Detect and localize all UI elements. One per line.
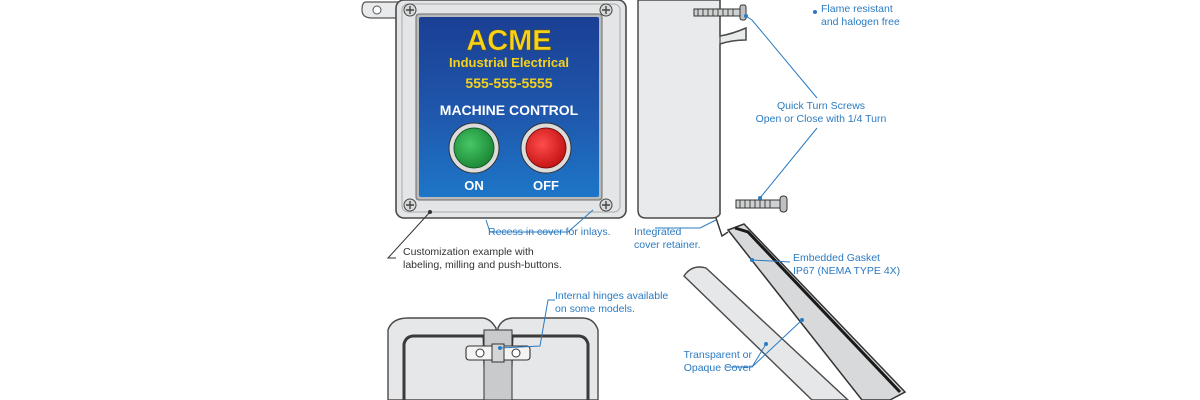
callout-custom-line1: Customization example with xyxy=(403,246,534,258)
bullet-dot xyxy=(813,10,817,14)
quick-turn-screw-top-icon xyxy=(693,4,747,21)
hinge-icon xyxy=(465,343,531,363)
corner-screw-icon xyxy=(403,3,613,212)
callout-cover-retainer: Integrated cover retainer. xyxy=(634,226,701,252)
callout-leaders xyxy=(485,14,818,368)
callout-internal-hinges: Internal hinges available on some models… xyxy=(555,290,668,316)
callout-gasket-line1: Embedded Gasket xyxy=(793,252,880,264)
callout-hinges-line2: on some models. xyxy=(555,303,635,315)
internal-hinge-detail xyxy=(387,317,599,400)
callout-embedded-gasket: Embedded Gasket IP67 (NEMA TYPE 4X) xyxy=(793,252,900,278)
open-cover xyxy=(683,217,907,400)
on-button xyxy=(448,122,500,174)
callout-cover-line1: Transparent or xyxy=(683,349,752,361)
inlay-phone: 555-555-5555 xyxy=(465,75,552,91)
front-enclosure: ACME Industrial Electrical 555-555-5555 … xyxy=(361,0,627,219)
callout-flame-line2: and halogen free xyxy=(821,16,900,28)
inlay-panel-title: MACHINE CONTROL xyxy=(440,102,579,118)
callout-screws-line2: Open or Close with 1/4 Turn xyxy=(755,113,887,125)
inlay-brand: ACME xyxy=(466,25,551,57)
callout-retainer-line1: Integrated xyxy=(634,226,682,238)
callout-custom-line2: labeling, milling and push-buttons. xyxy=(403,259,562,271)
callout-flame-resistant: Flame resistant and halogen free xyxy=(821,3,900,29)
off-label: OFF xyxy=(533,178,559,193)
callout-cover-line2: Opaque Cover xyxy=(683,362,752,374)
quick-turn-screw-bottom-icon xyxy=(735,195,788,213)
side-view-enclosure xyxy=(637,0,788,219)
callout-transparent-cover: Transparent or Opaque Cover xyxy=(662,349,752,375)
callout-hinges-line1: Internal hinges available xyxy=(555,290,669,302)
callout-screws-line1: Quick Turn Screws xyxy=(776,100,866,112)
on-label: ON xyxy=(464,178,484,193)
callout-recess: Recess in cover for inlays. xyxy=(488,226,611,238)
callout-gasket-line2: IP67 (NEMA TYPE 4X) xyxy=(793,265,901,277)
off-button xyxy=(520,122,572,174)
callout-retainer-line2: cover retainer. xyxy=(634,239,701,251)
custom-leader xyxy=(386,210,432,259)
callout-customization: Customization example with labeling, mil… xyxy=(403,246,562,272)
callout-quick-turn-screws: Quick Turn Screws Open or Close with 1/4… xyxy=(738,100,904,126)
inlay-company: Industrial Electrical xyxy=(449,55,569,70)
callout-flame-line1: Flame resistant xyxy=(821,3,893,15)
